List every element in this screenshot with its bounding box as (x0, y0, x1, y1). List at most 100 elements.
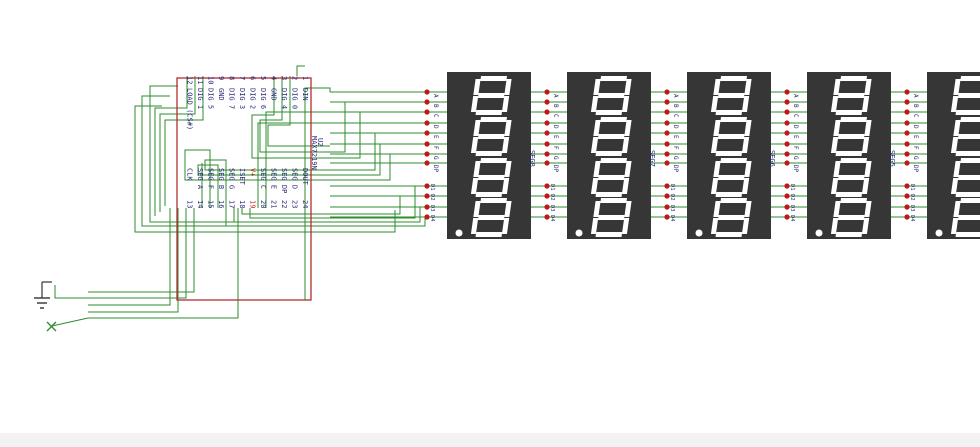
seg-g (837, 175, 865, 180)
chip-pin-number: 7 (238, 76, 246, 80)
display-digit (950, 198, 980, 237)
wire-trace (197, 144, 381, 208)
seg-c (621, 178, 630, 194)
display-digit (590, 158, 632, 197)
decimal-point (455, 229, 463, 237)
wire-trace (251, 76, 361, 159)
display-digit (830, 198, 872, 237)
seg-c (741, 96, 750, 112)
seg-g (477, 93, 505, 98)
junction-dot (664, 130, 670, 136)
junction-dot (664, 141, 670, 147)
segment-pin-label: DP (432, 165, 439, 173)
segment-pin-label: D (912, 125, 919, 129)
seg-a (840, 117, 867, 122)
seg-e (590, 137, 599, 153)
wire-trace (88, 208, 179, 313)
junction-dot (784, 193, 790, 199)
wire-trace (257, 122, 345, 208)
display-label: SEG7 (648, 150, 656, 167)
display-digit (710, 76, 752, 115)
seg-b (504, 201, 512, 217)
junction-dot (784, 151, 790, 157)
seg-e (710, 218, 719, 234)
junction-dot (544, 214, 550, 220)
junction-dot (424, 193, 430, 199)
chip-pin-name: LOAD (CS#) (186, 88, 194, 130)
chip-pin-name: SEG C (259, 168, 267, 189)
seg-a (720, 117, 747, 122)
junction-dot (784, 141, 790, 147)
chip-pin-number: 23 (291, 200, 299, 208)
display-digit (470, 198, 512, 237)
junction-dot (544, 109, 550, 115)
chip-pin-name: SEG D (291, 168, 299, 189)
common-pin-label: D3 (429, 205, 435, 212)
junction-dot (784, 89, 790, 95)
junction-dot (424, 204, 430, 210)
seg-e (830, 96, 839, 112)
segment-pin-label: B (912, 104, 919, 108)
junction-dot (664, 89, 670, 95)
wire-trace (164, 76, 204, 206)
display-digit (470, 76, 512, 115)
junction-dot (424, 160, 430, 166)
seg-a (960, 158, 980, 163)
segment-pin-label: C (432, 114, 439, 118)
seg-a (960, 76, 980, 81)
seg-b (624, 120, 632, 136)
display-digit (710, 158, 752, 197)
wire-trace (267, 76, 330, 147)
chip-pin-name: DIG 7 (228, 88, 236, 109)
segment-pin-label: C (672, 114, 679, 118)
common-pin-label: D3 (909, 205, 915, 212)
junction-dot (904, 120, 910, 126)
seg-f (473, 120, 481, 136)
chip-pin-number: 17 (228, 200, 236, 208)
chip-pin-number: 19 (249, 200, 257, 208)
seg-b (864, 120, 872, 136)
common-pin-label: D2 (909, 194, 915, 201)
chip-pin-name: CLK (186, 168, 194, 181)
seg-d (595, 192, 623, 197)
chip-pin-name: DIG 0 (291, 88, 299, 109)
chip-pin-name: ISET (238, 168, 246, 186)
seg-c (501, 137, 510, 153)
seg-e (950, 178, 959, 194)
seg-a (840, 198, 867, 203)
segment-pin-label: B (792, 104, 799, 108)
chip-pin-name: DOUT (301, 168, 309, 186)
display-label: SEG8 (528, 150, 536, 167)
segment-pin-label: G (672, 156, 679, 160)
junction-dot (664, 160, 670, 166)
segment-pin-label: A (912, 94, 919, 98)
wire-trace (154, 76, 188, 216)
seg-f (473, 79, 481, 95)
chip-pin-name: SEG B (217, 168, 225, 189)
chip-pin-number: 21 (270, 200, 278, 208)
seg-d (475, 110, 503, 115)
junction-dot (904, 214, 910, 220)
chip-pin-name: DIG 1 (196, 88, 204, 109)
status-strip (0, 433, 980, 447)
seg-f (953, 201, 961, 217)
seg-e (470, 178, 479, 194)
wire-trace (225, 208, 440, 227)
chip-pin-number: 3 (280, 76, 288, 80)
seg-f (473, 201, 481, 217)
junction-dot (664, 214, 670, 220)
chip-pin-number: 12 (186, 76, 194, 84)
chip-pin-number: 14 (196, 200, 204, 208)
wire-trace (88, 208, 239, 319)
seg-b (744, 201, 752, 217)
seg-d (715, 232, 743, 237)
display-digit (950, 117, 980, 156)
wire-trace (259, 76, 346, 153)
segment-pin-label: DP (552, 165, 559, 173)
seg-a (600, 117, 627, 122)
seg-e (710, 137, 719, 153)
